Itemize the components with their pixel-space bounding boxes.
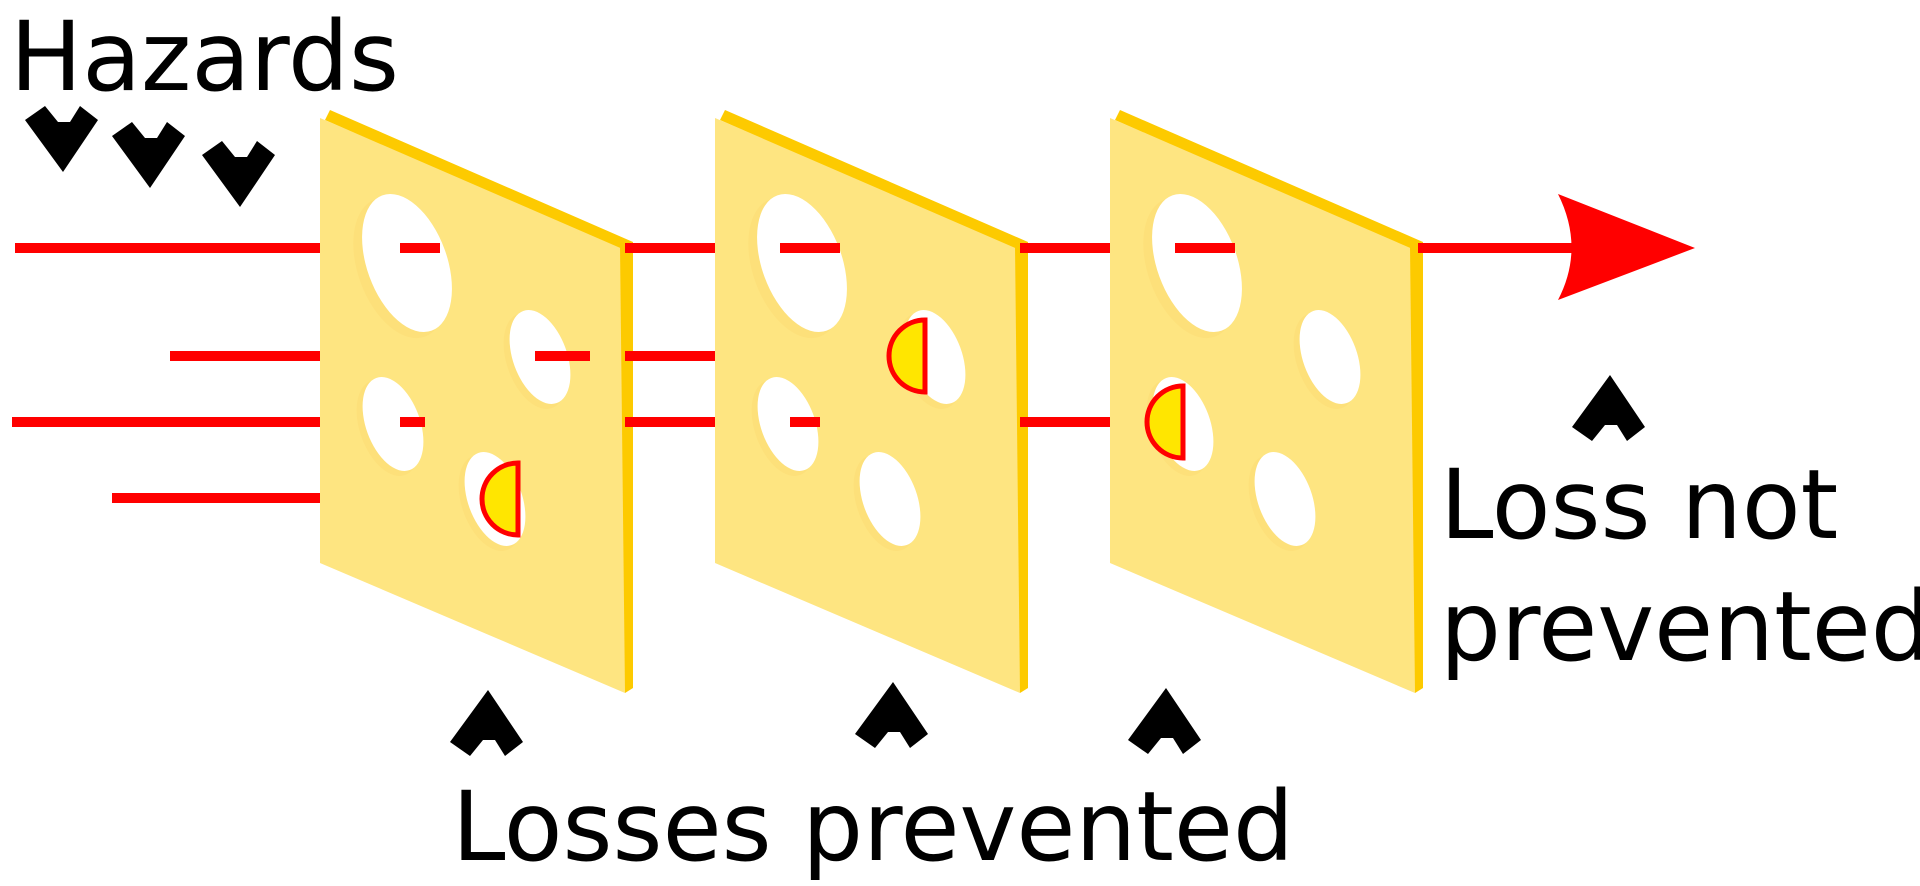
up-arrow-icon — [1128, 688, 1201, 754]
losses-prevented-arrows — [450, 682, 1201, 756]
down-arrow-icon — [202, 141, 275, 207]
hazard-arrows — [25, 106, 275, 207]
defense-layer-1 — [320, 110, 633, 693]
losses-prevented-label: Losses prevented — [452, 771, 1294, 883]
arrowhead-icon — [1558, 194, 1695, 300]
hazards-label: Hazards — [10, 1, 399, 113]
up-arrow-icon — [1572, 375, 1645, 441]
stop-marker-layer-3 — [1144, 383, 1186, 461]
up-arrow-icon — [855, 682, 928, 748]
loss-not-prevented-label-line2: prevented — [1440, 571, 1920, 683]
up-arrow-icon — [450, 690, 523, 756]
down-arrow-icon — [112, 122, 185, 188]
loss-not-prevented-label-line1: Loss not — [1440, 449, 1838, 561]
stop-marker-layer-1 — [479, 460, 521, 538]
defense-layer-2 — [715, 110, 1028, 693]
stop-marker-layer-2 — [886, 317, 928, 395]
down-arrow-icon — [25, 106, 98, 172]
